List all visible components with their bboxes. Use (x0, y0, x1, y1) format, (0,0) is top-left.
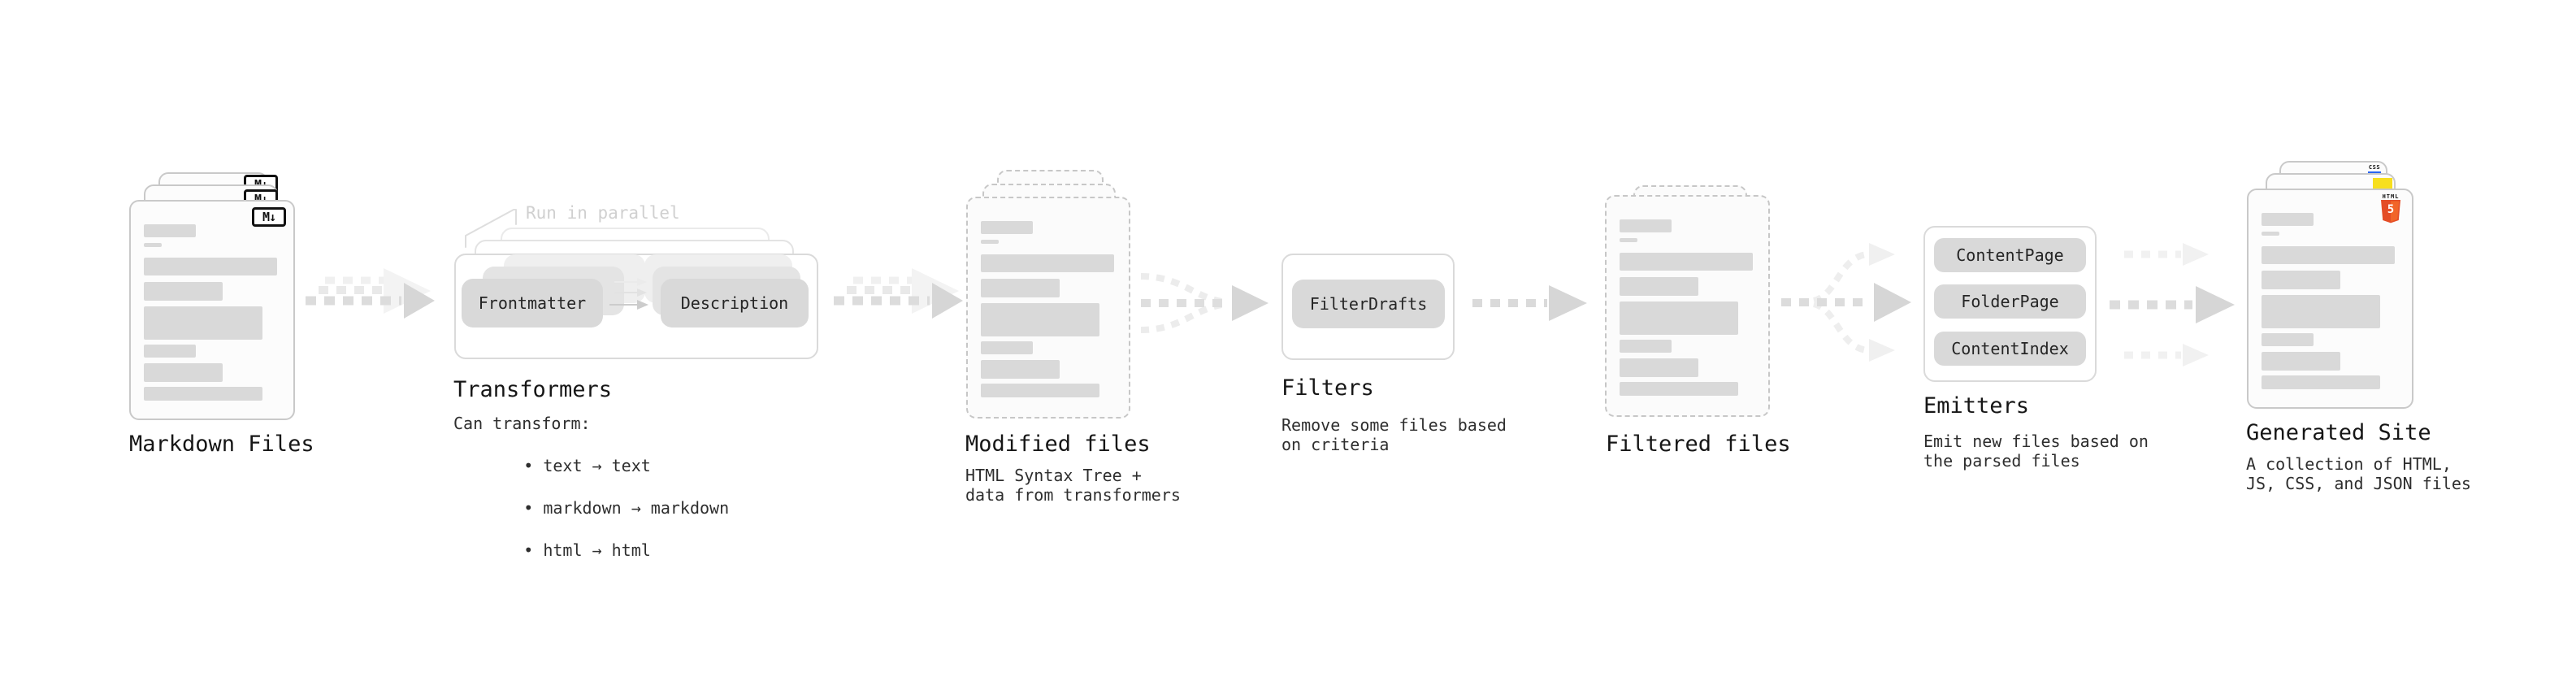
content-bar (981, 254, 1114, 272)
modified-file-page (966, 197, 1130, 419)
emitters-heading: Emitters (1923, 393, 2030, 419)
content-bar (2262, 375, 2380, 389)
content-bar (144, 345, 196, 358)
content-bar (981, 360, 1060, 379)
folderpage-pill: FolderPage (1934, 284, 2086, 319)
content-bar (1620, 301, 1738, 335)
content-bar (981, 341, 1033, 354)
contentindex-pill: ContentIndex (1934, 332, 2086, 366)
bullet-markdown-to-markdown: • markdown → markdown (523, 498, 730, 518)
markdown-file-page: M↓ (129, 200, 295, 420)
js-icon (2373, 178, 2392, 189)
description-pill: Description (661, 279, 809, 327)
content-bar (2262, 333, 2314, 346)
content-bar (1620, 238, 1637, 242)
content-bar (981, 303, 1099, 336)
can-transform-title: Can transform: (453, 414, 591, 433)
arrow-filtered-to-emitters (1781, 243, 1911, 362)
content-bar (2262, 295, 2380, 328)
content-bar (144, 387, 262, 401)
generated-site-label: Generated Site (2246, 420, 2431, 445)
modified-files-description: HTML Syntax Tree +data from transformers (965, 466, 1181, 505)
content-bar (2262, 352, 2340, 371)
content-bar (981, 279, 1060, 297)
modified-desc-line1: HTML Syntax Tree + (965, 466, 1142, 485)
html-file-page: HTML 5 (2247, 189, 2413, 409)
markdown-files-label: Markdown Files (129, 432, 314, 457)
emitters-desc-line2: the parsed files (1923, 451, 2080, 471)
arrow-filters-to-filtered (1472, 285, 1587, 321)
content-bar (2262, 213, 2314, 226)
contentpage-pill: ContentPage (1934, 238, 2086, 272)
html5-icon-shield: 5 (2380, 200, 2401, 223)
document-content-skeleton (144, 224, 282, 403)
document-content-skeleton (2262, 213, 2400, 392)
html5-icon: HTML 5 (2379, 193, 2403, 223)
modified-desc-line2: data from transformers (965, 485, 1181, 505)
content-bar (144, 258, 277, 275)
content-bar (1620, 219, 1672, 232)
bullet-text-to-text: • text → text (523, 456, 651, 475)
content-bar (144, 243, 162, 247)
content-bar (2262, 271, 2340, 289)
content-bar (1620, 340, 1672, 353)
modified-files-label: Modified files (965, 432, 1151, 457)
filters-desc-line1: Remove some files based (1281, 415, 1507, 435)
emitters-desc-line1: Emit new files based on (1923, 432, 2149, 451)
document-content-skeleton (1620, 219, 1758, 398)
content-bar (1620, 358, 1698, 377)
generated-site-description: A collection of HTML,JS, CSS, and JSON f… (2246, 454, 2471, 493)
content-bar (1620, 382, 1738, 396)
content-bar (144, 224, 196, 237)
content-bar (144, 306, 262, 340)
content-bar (2262, 246, 2395, 264)
note-callout-line (465, 209, 517, 248)
arrow-modified-to-filters (1140, 273, 1268, 333)
site-desc-line2: JS, CSS, and JSON files (2246, 474, 2471, 493)
pill-flow-arrows-icon (609, 278, 648, 310)
content-bar (981, 240, 999, 244)
filtered-file-page (1605, 195, 1770, 417)
transformers-heading: Transformers (453, 377, 613, 402)
content-bar (981, 384, 1099, 397)
run-in-parallel-note: Run in parallel (526, 203, 680, 223)
document-content-skeleton (981, 221, 1119, 400)
content-bar (144, 282, 223, 301)
filtered-files-label: Filtered files (1606, 432, 1791, 457)
css-icon-word: CSS (2368, 164, 2381, 171)
filters-desc-line2: on criteria (1281, 435, 1390, 454)
arrow-markdown-to-transformers (306, 268, 435, 319)
filterdrafts-pill: FilterDrafts (1292, 280, 1445, 328)
markdown-icon: M↓ (252, 207, 286, 227)
site-desc-line1: A collection of HTML, (2246, 454, 2452, 474)
content-bar (1620, 253, 1753, 271)
content-bar (981, 221, 1033, 234)
frontmatter-pill: Frontmatter (462, 279, 603, 327)
transformers-description: Can transform: • text → text • markdown … (453, 413, 729, 582)
bullet-html-to-html: • html → html (523, 540, 651, 560)
filters-heading: Filters (1281, 375, 1374, 401)
content-bar (144, 363, 223, 382)
html5-icon-word: HTML (2382, 193, 2400, 200)
content-bar (1620, 277, 1698, 296)
content-bar (2262, 232, 2279, 236)
arrow-transformers-to-modified (834, 268, 963, 319)
html5-icon-number: 5 (2387, 203, 2395, 216)
arrow-emitters-to-site (2110, 243, 2235, 367)
